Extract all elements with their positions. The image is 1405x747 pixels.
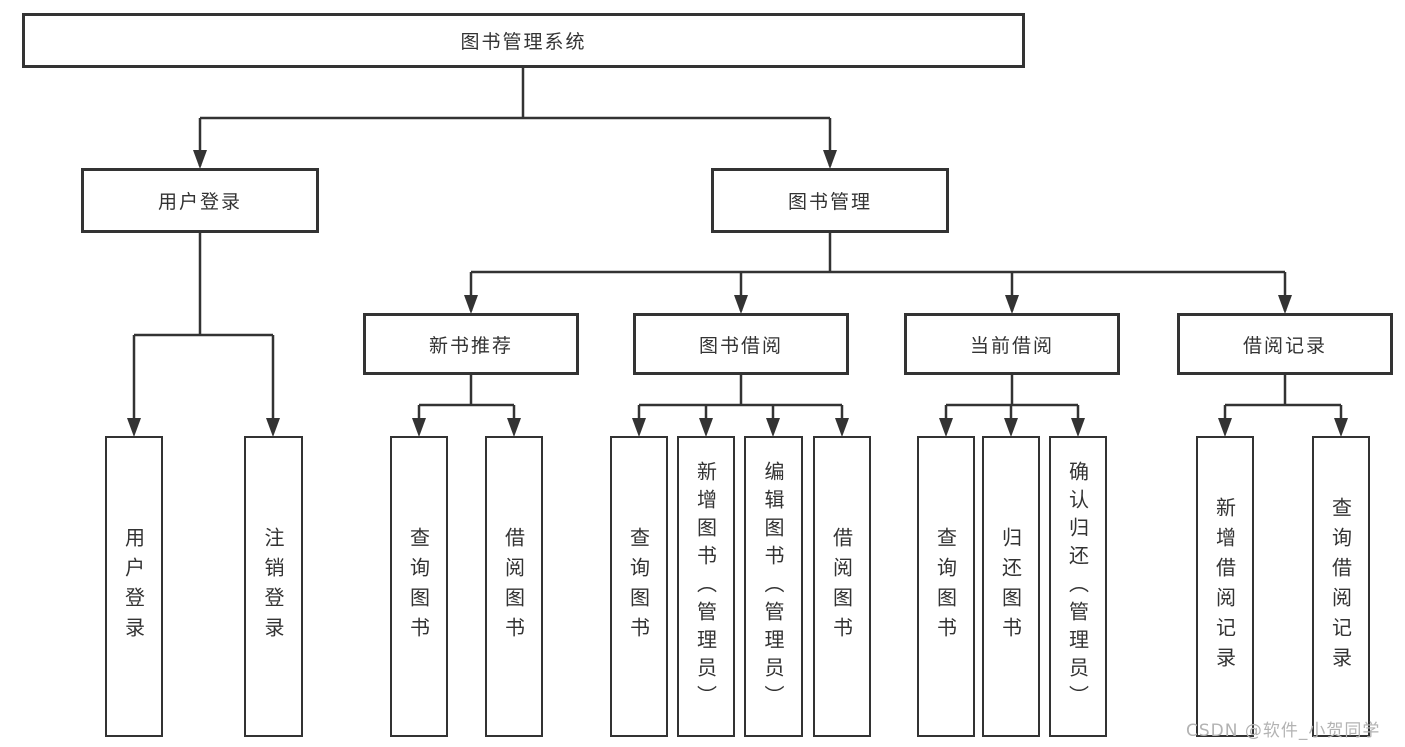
node-library-system: 图书管理系统	[22, 13, 1025, 68]
leaf-logout: 注销登录	[244, 436, 303, 737]
leaf-query-borrow-record: 查询借阅记录	[1312, 436, 1370, 737]
leaf-confirm-return-admin: 确认归还（管理员）	[1049, 436, 1107, 737]
leaf-add-borrow-record: 新增借阅记录	[1196, 436, 1254, 737]
node-book-management-label: 图书管理	[787, 191, 872, 213]
leaf-borrow-books-borrowing-label: 借阅图书	[829, 526, 854, 647]
node-new-book-recommend-label: 新书推荐	[428, 334, 513, 357]
leaf-user-login: 用户登录	[105, 436, 163, 737]
leaf-query-books-borrowing-label: 查询图书	[626, 526, 651, 647]
leaf-query-books-recommend: 查询图书	[390, 436, 448, 737]
leaf-logout-label: 注销登录	[261, 526, 285, 647]
node-new-book-recommend: 新书推荐	[363, 313, 579, 375]
leaf-add-book-admin: 新增图书（管理员）	[677, 436, 735, 737]
leaf-query-books-current-label: 查询图书	[933, 526, 958, 647]
leaf-query-borrow-record-label: 查询借阅记录	[1328, 496, 1353, 677]
node-book-borrowing-label: 图书借阅	[698, 334, 783, 357]
leaf-borrow-books-borrowing: 借阅图书	[813, 436, 871, 737]
leaf-edit-book-admin: 编辑图书（管理员）	[744, 436, 803, 737]
node-borrowing-records-label: 借阅记录	[1242, 334, 1327, 357]
node-current-borrowing-label: 当前借阅	[969, 334, 1054, 357]
leaf-borrow-books-recommend-label: 借阅图书	[501, 526, 526, 647]
node-library-system-label: 图书管理系统	[460, 31, 587, 53]
leaf-add-borrow-record-label: 新增借阅记录	[1212, 496, 1237, 677]
node-user-login: 用户登录	[81, 168, 319, 233]
node-borrowing-records: 借阅记录	[1177, 313, 1393, 375]
leaf-return-books-label: 归还图书	[998, 526, 1023, 647]
leaf-user-login-label: 用户登录	[121, 526, 146, 647]
leaf-borrow-books-recommend: 借阅图书	[485, 436, 543, 737]
leaf-edit-book-admin-label: 编辑图书（管理员）	[761, 460, 785, 713]
csdn-watermark: CSDN @软件_小贺同学	[1186, 721, 1381, 741]
leaf-query-books-borrowing: 查询图书	[610, 436, 668, 737]
node-book-management: 图书管理	[711, 168, 949, 233]
leaf-query-books-current: 查询图书	[917, 436, 975, 737]
leaf-confirm-return-admin-label: 确认归还（管理员）	[1065, 460, 1090, 713]
node-current-borrowing: 当前借阅	[904, 313, 1120, 375]
node-book-borrowing: 图书借阅	[633, 313, 849, 375]
leaf-add-book-admin-label: 新增图书（管理员）	[693, 460, 718, 713]
leaf-query-books-recommend-label: 查询图书	[406, 526, 431, 647]
leaf-return-books: 归还图书	[982, 436, 1040, 737]
node-user-login-label: 用户登录	[157, 191, 242, 213]
